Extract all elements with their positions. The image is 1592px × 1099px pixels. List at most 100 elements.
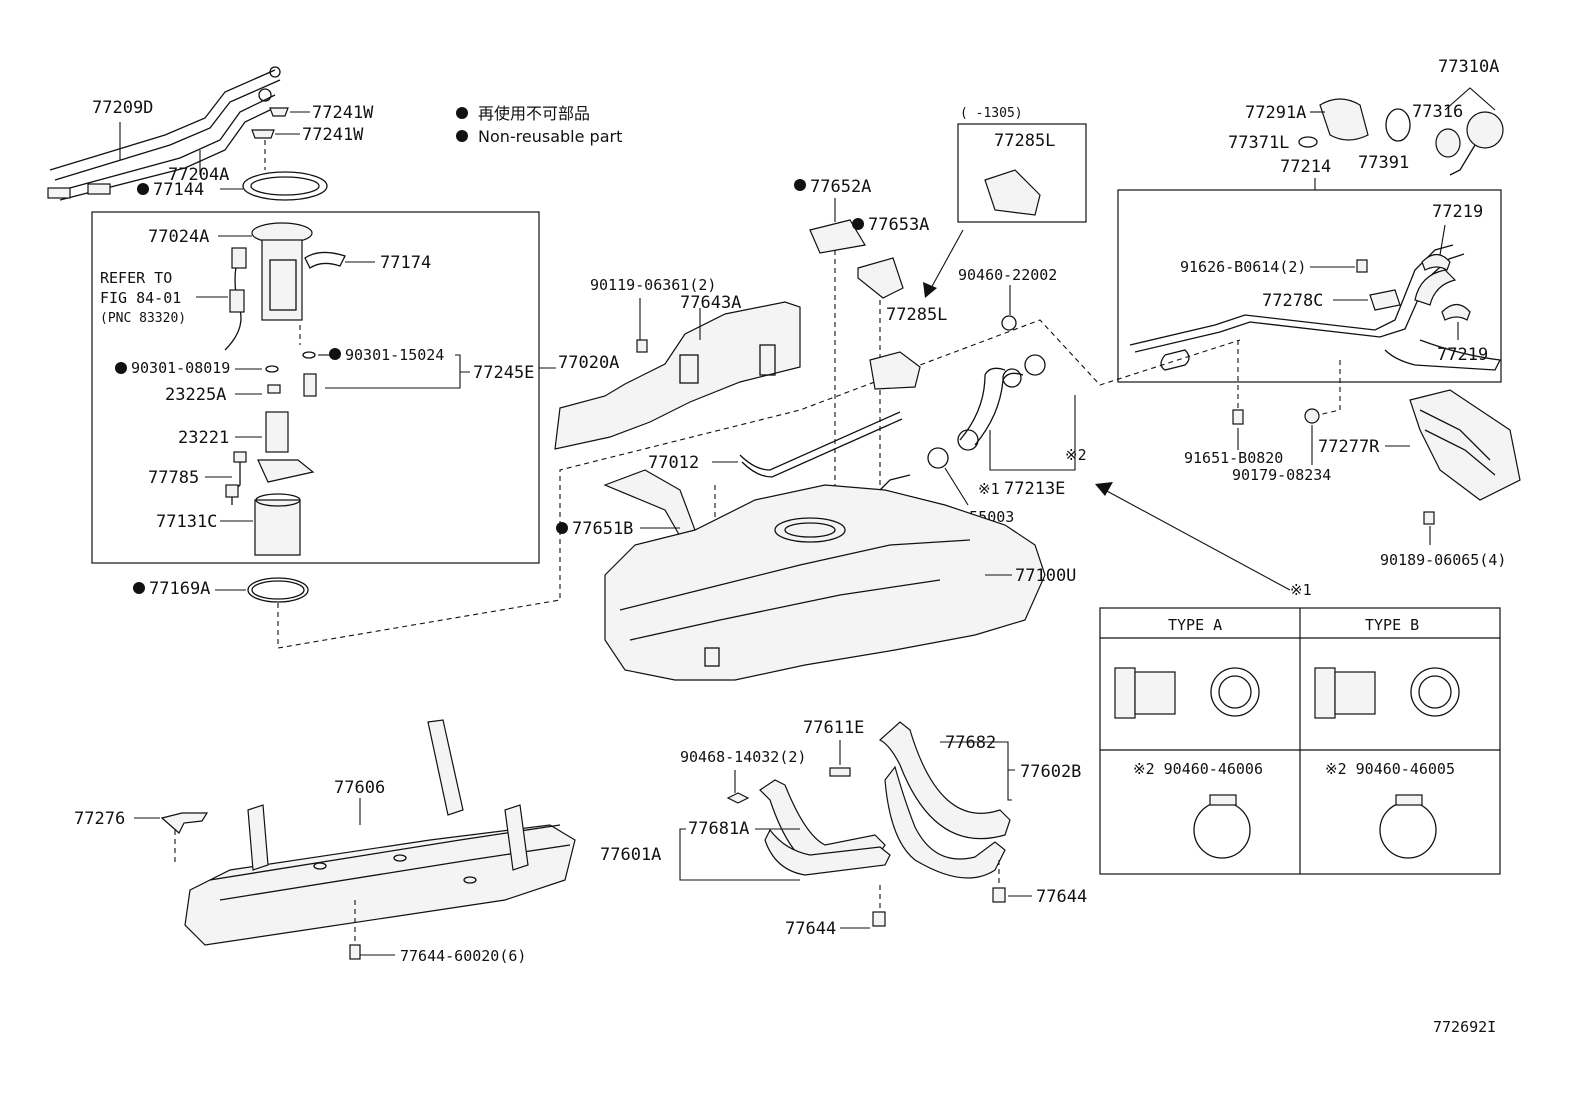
bolt-77644-b [992, 887, 1006, 903]
part-label-90468: 90468-14032(2) [680, 748, 806, 766]
part-label-77310A: 77310A [1438, 57, 1499, 77]
non-reusable-bullet-icon [137, 183, 149, 195]
part-label-77213E: 77213E [1004, 479, 1065, 499]
clip-77219-b [1441, 303, 1471, 321]
clip-90460-55003 [927, 447, 949, 469]
screw-90119 [636, 339, 648, 353]
clip-77213E [1024, 354, 1046, 376]
housing-77291A [1319, 98, 1369, 141]
part-label-77131C: 77131C [156, 512, 217, 532]
part-label-77204A: 77204A [168, 165, 229, 185]
retainer-77241W [269, 107, 289, 117]
mark-1-arrow: ※1 [1290, 581, 1312, 599]
breather-tube-77012 [739, 411, 901, 471]
non-reusable-bullet-icon [794, 179, 806, 191]
refer-line-2: FIG 84-01 [100, 289, 181, 307]
part-label-77682: 77682 [945, 733, 996, 753]
pump-bracket-77131C [254, 499, 301, 556]
mark-2: ※2 [1065, 446, 1087, 464]
part-label-77219-a: 77219 [1432, 202, 1483, 222]
non-reusable-bullet-icon [456, 107, 468, 119]
band-77601A [764, 828, 891, 876]
pressure-regulator [303, 373, 317, 397]
legend-en: Non-reusable part [478, 127, 622, 146]
gasket-77169A [247, 577, 309, 603]
part-label-77169A: 77169A [149, 579, 210, 599]
band-77682 [878, 721, 1011, 840]
non-reusable-bullet-icon [556, 522, 568, 534]
pad-77653A [857, 257, 904, 299]
non-reusable-bullet-icon [115, 362, 127, 374]
part-label-90301-08019: 90301-08019 [131, 359, 230, 377]
bolt-77644-60020 [349, 944, 361, 960]
part-label-90301-15024: 90301-15024 [345, 346, 444, 364]
part-label-77681A: 77681A [688, 819, 749, 839]
clamp-77285L [869, 351, 921, 390]
non-reusable-bullet-icon [329, 348, 341, 360]
part-label-77606: 77606 [334, 778, 385, 798]
part-label-77100U: 77100U [1015, 566, 1076, 586]
refer-line-3: (PNC 83320) [100, 311, 186, 326]
gasket-77316 [1435, 128, 1461, 158]
band-77602B [884, 765, 1006, 879]
diagram-id: 772692I [1433, 1018, 1496, 1036]
nut-90179 [1304, 408, 1320, 424]
part-label-77277R: 77277R [1318, 437, 1380, 457]
lock-ring-77144 [242, 171, 328, 201]
part-label-77144: 77144 [153, 180, 204, 200]
connector-type-a [1114, 667, 1260, 719]
connector-type-b [1314, 667, 1460, 719]
part-label-77644-b: 77644 [1036, 887, 1087, 907]
part-label-77020A: 77020A [558, 353, 619, 373]
bracket-77276 [160, 812, 209, 834]
leader [1439, 224, 1446, 256]
fuel-tube-77209D [47, 66, 281, 201]
band-77681A [759, 779, 886, 871]
fuel-tank-77100U [604, 474, 1046, 681]
part-label-77391: 77391 [1358, 153, 1409, 173]
part-label-77276: 77276 [74, 809, 125, 829]
bolt-77644-a [872, 911, 886, 927]
non-reusable-bullet-icon [456, 130, 468, 142]
clamp-b-label: ※2 90460-46005 [1325, 760, 1455, 778]
non-reusable-bullet-icon [133, 582, 145, 594]
legend-jp: 再使用不可部品 [478, 104, 590, 123]
protector-77643A [554, 301, 801, 450]
refer-line-1: REFER TO [100, 269, 172, 287]
inset-range: ( -1305) [960, 106, 1023, 121]
clip-77219 [1421, 253, 1451, 271]
leader [940, 741, 1015, 801]
part-label-77285L: 77285L [886, 305, 947, 325]
dashed-guide [277, 319, 1241, 649]
bolt-90189 [1423, 511, 1435, 525]
retainer-77241W [251, 129, 275, 139]
part-label-90460-22002: 90460-22002 [958, 266, 1057, 284]
clamp-77285L-inset [984, 169, 1041, 216]
part-label-23225A: 23225A [165, 385, 226, 405]
part-label-77278C: 77278C [1262, 291, 1323, 311]
part-label-77644-60020: 77644-60020(6) [400, 947, 526, 965]
type-a-header: TYPE A [1168, 616, 1222, 634]
part-label-77602B: 77602B [1020, 762, 1081, 782]
part-label-77241W: 77241W [312, 103, 374, 123]
fuel-pump-assembly-box [91, 211, 540, 564]
part-label-77651B: 77651B [572, 519, 633, 539]
leader [989, 395, 1076, 471]
non-reusable-bullet-icon [852, 218, 864, 230]
clip-90460-22002 [1001, 315, 1017, 331]
part-label-77219-b: 77219 [1437, 345, 1488, 365]
arrow [929, 229, 964, 291]
part-label-77241W: 77241W [302, 125, 364, 145]
type-b-header: TYPE B [1365, 616, 1419, 634]
gasket-90301-15024 [302, 351, 316, 359]
clamp-90460-46006 [1193, 801, 1251, 859]
clip-90468 [726, 792, 750, 804]
gasket-90301-08019 [265, 365, 279, 373]
part-label-77371L: 77371L [1228, 133, 1289, 153]
ring-77371L [1298, 136, 1318, 148]
arrow-head-icon [923, 282, 937, 298]
clamp-a-label: ※2 90460-46006 [1133, 760, 1263, 778]
protector-77277R [1409, 389, 1521, 501]
